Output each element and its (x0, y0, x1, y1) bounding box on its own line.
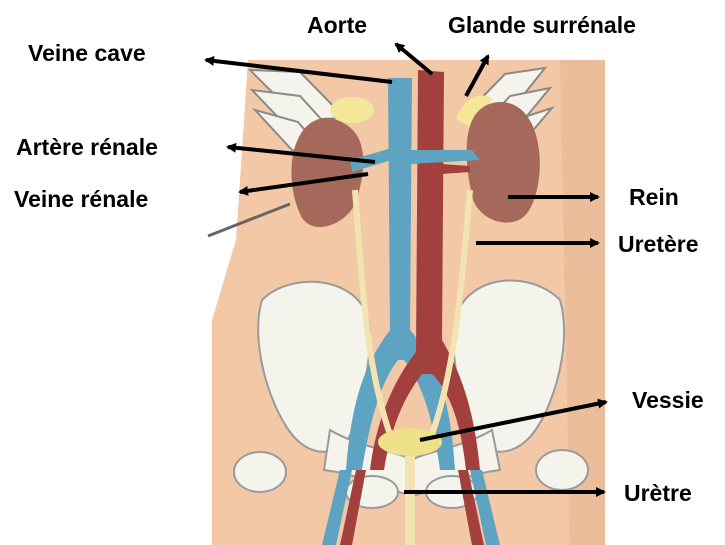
kidney-right (467, 102, 540, 223)
urethra (405, 456, 415, 545)
label-vessie: Vessie (632, 389, 704, 412)
bladder (378, 428, 442, 456)
label-veine-cave: Veine cave (28, 42, 146, 65)
label-rein: Rein (629, 186, 679, 209)
label-uretere: Uretère (618, 233, 699, 256)
label-artere-renale: Artère rénale (16, 136, 158, 159)
adrenal-gland-left (330, 97, 374, 123)
label-aorte: Aorte (307, 14, 367, 37)
label-veine-renale: Veine rénale (14, 188, 148, 211)
label-uretre: Urètre (624, 482, 692, 505)
label-glande-surrenale: Glande surrénale (448, 14, 636, 37)
